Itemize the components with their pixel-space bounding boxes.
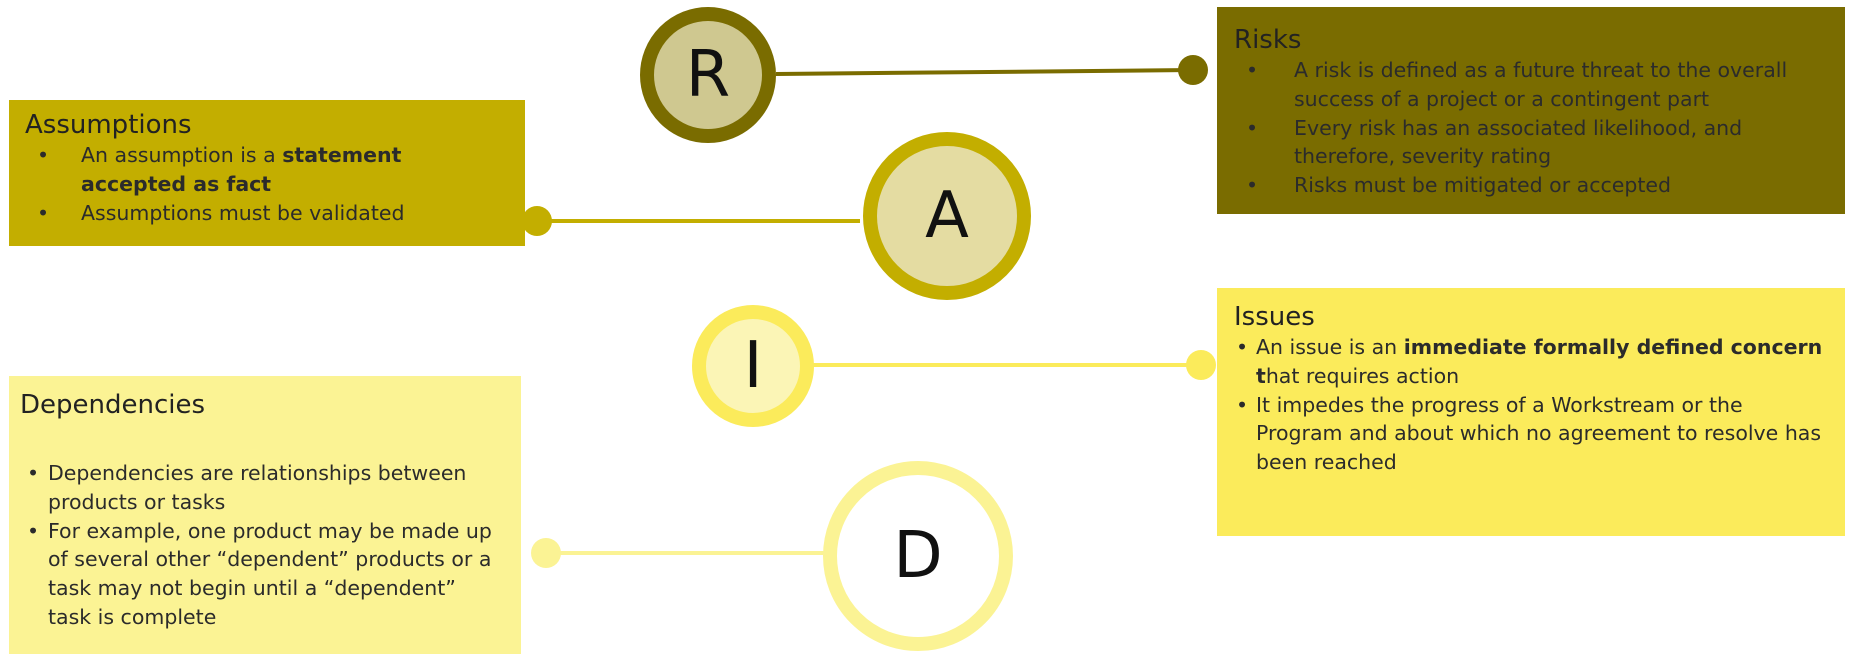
bullet-item: For example, one product may be made up …	[20, 517, 501, 632]
bullet-item: An assumption is a statement accepted as…	[25, 141, 505, 198]
bullet-text: It impedes the progress of a Workstream …	[1256, 392, 1822, 474]
bullet-text: Every risk has an associated likelihood,…	[1294, 115, 1743, 169]
assumptions-list: An assumption is a statement accepted as…	[25, 141, 505, 227]
bullet-item: Dependencies are relationships between p…	[20, 459, 501, 516]
letter-r: R	[686, 38, 730, 112]
issues-title: Issues	[1234, 302, 1315, 332]
bullet-text: A risk is defined as a future threat to …	[1294, 58, 1788, 111]
bullet-text: For example, one product may be made up …	[48, 518, 492, 629]
risks-title: Risks	[1234, 25, 1302, 55]
connector-risks	[775, 68, 1194, 76]
bullet-item: Risks must be mitigated or accepted	[1234, 171, 1825, 200]
bullet-text: Dependencies are relationships between p…	[48, 461, 467, 514]
risks-box: Risks A risk is defined as a future thre…	[1217, 7, 1845, 214]
risks-list: A risk is defined as a future threat to …	[1234, 56, 1825, 199]
assumptions-title: Assumptions	[25, 110, 192, 140]
bullet-bold-text: statement accepted as fact	[81, 143, 402, 196]
assumptions-box: Assumptions An assumption is a statement…	[9, 100, 525, 246]
connector-dot-dependencies	[531, 538, 561, 568]
bullet-text: Risks must be mitigated or accepted	[1294, 172, 1672, 197]
bullet-text: An issue is an	[1256, 335, 1404, 360]
bullet-item: Assumptions must be validated	[25, 199, 505, 228]
connector-dot-issues	[1186, 350, 1216, 380]
connector-dot-assumptions	[522, 206, 552, 236]
letter-i: I	[744, 329, 763, 403]
connector-dot-risks	[1178, 55, 1208, 85]
dependencies-list: Dependencies are relationships between p…	[20, 459, 501, 631]
bullet-item: It impedes the progress of a Workstream …	[1234, 391, 1825, 477]
circle-a	[863, 132, 1031, 300]
dependencies-box: Dependencies Dependencies are relationsh…	[9, 376, 521, 654]
letter-a: A	[925, 179, 969, 253]
circle-d	[823, 461, 1013, 651]
bullet-text: hat requires action	[1265, 363, 1460, 388]
circle-i	[692, 305, 814, 427]
bullet-text: An assumption is a	[81, 143, 283, 168]
circle-r	[640, 7, 776, 143]
bullet-text: Assumptions must be validated	[81, 200, 405, 225]
issues-list: An issue is an immediate formally define…	[1234, 333, 1825, 476]
bullet-item: A risk is defined as a future threat to …	[1234, 56, 1825, 113]
issues-box: Issues An issue is an immediate formally…	[1217, 288, 1845, 536]
bullet-bold-text: immediate formally defined concern t	[1256, 335, 1823, 388]
dependencies-title: Dependencies	[20, 390, 206, 420]
letter-d: D	[893, 519, 942, 593]
bullet-item: An issue is an immediate formally define…	[1234, 333, 1825, 390]
bullet-item: Every risk has an associated likelihood,…	[1234, 114, 1825, 171]
